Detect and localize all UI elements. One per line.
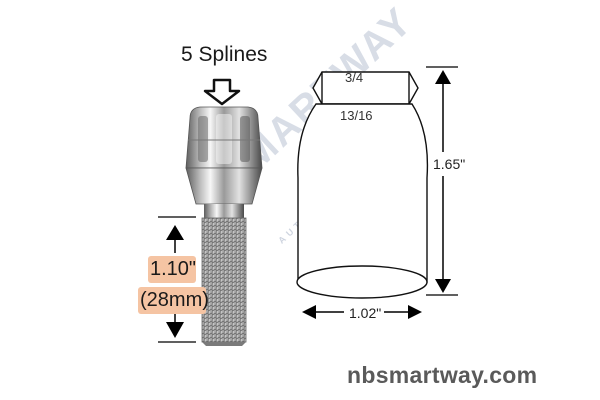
thread-length-inch-label: 1.10" xyxy=(150,258,197,280)
socket-diameter-label: 1.02" xyxy=(349,305,382,321)
website-link[interactable]: nbsmartway.com xyxy=(347,362,538,388)
thread-length-mm-highlight xyxy=(138,287,206,314)
thread-length-highlight xyxy=(148,256,196,283)
spline-arrow-icon xyxy=(203,78,241,106)
splines-label: 5 Splines xyxy=(181,43,268,66)
thread-length-mm-label: (28mm) xyxy=(140,289,209,311)
socket-height-label: 1.65" xyxy=(433,156,466,172)
socket-hex-small-label: 3/4 xyxy=(345,70,364,85)
socket-height-dimension xyxy=(426,66,458,296)
thread-length-dimension xyxy=(158,216,196,343)
lug-bolt-illustration xyxy=(185,106,263,346)
socket-outline xyxy=(296,71,429,299)
socket-hex-large-label: 13/16 xyxy=(340,108,373,123)
socket-diameter-dimension xyxy=(302,305,422,319)
